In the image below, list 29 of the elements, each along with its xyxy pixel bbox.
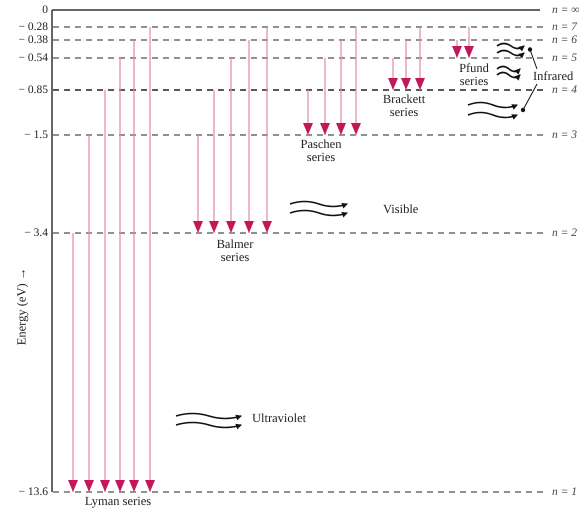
- level-label: n = ∞: [552, 4, 580, 17]
- series-label: Brackett series: [382, 93, 426, 119]
- level-label: n = 7: [552, 21, 578, 34]
- series-label: Paschen series: [300, 138, 342, 164]
- energy-value: − 1.5: [24, 129, 48, 142]
- energy-value: − 0.28: [18, 21, 48, 34]
- level-label: n = 1: [552, 486, 578, 499]
- leader-line: [528, 47, 538, 70]
- level-label: n = 2: [552, 227, 578, 240]
- leader-line: [520, 84, 538, 112]
- axis-title: Energy (eV) →: [16, 266, 28, 346]
- energy-value: − 3.4: [24, 227, 48, 240]
- energy-value: − 0.38: [18, 34, 48, 47]
- region-label: Ultraviolet: [252, 412, 306, 425]
- region-label: Visible: [383, 203, 418, 216]
- level-label: n = 5: [552, 52, 578, 65]
- series-label: Pfund series: [458, 62, 490, 88]
- energy-value: − 0.85: [18, 84, 48, 97]
- region-label: Infrared: [533, 70, 574, 83]
- level-label: n = 3: [552, 129, 578, 142]
- level-label: n = 6: [552, 34, 578, 47]
- energy-value: − 0.54: [18, 52, 48, 65]
- series-label: Lyman series: [84, 495, 152, 508]
- wave-icon: [496, 42, 525, 58]
- series-label: Balmer series: [216, 238, 254, 264]
- energy-value: 0: [42, 4, 48, 17]
- energy-value: − 13.6: [18, 486, 48, 499]
- level-label: n = 4: [552, 84, 578, 97]
- wave-icon: [468, 102, 518, 120]
